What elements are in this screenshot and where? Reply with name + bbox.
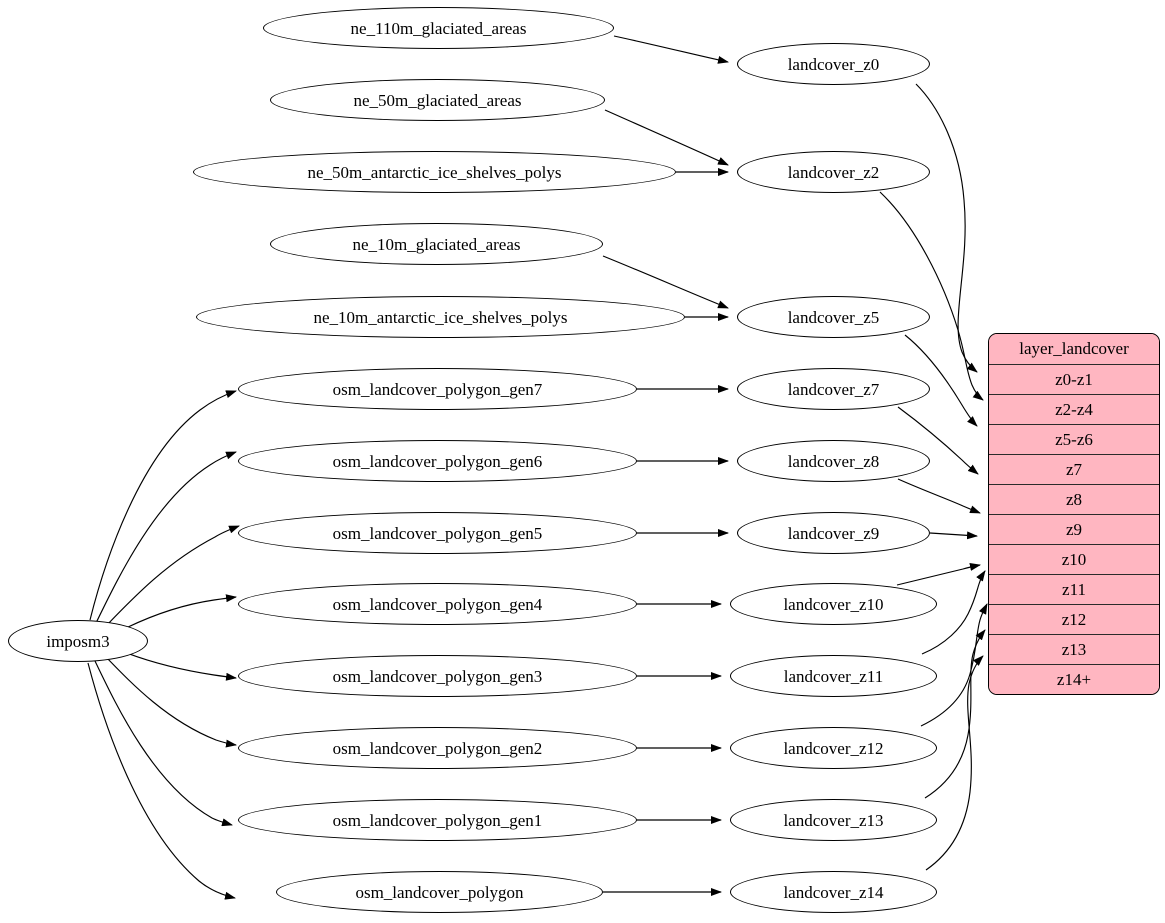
table-title-label: layer_landcover <box>1019 339 1129 358</box>
node-label: ne_10m_antarctic_ice_shelves_polys <box>313 307 568 327</box>
node-label: osm_landcover_polygon_gen1 <box>332 810 543 830</box>
node-osm-landcover-polygon[interactable]: osm_landcover_polygon <box>276 871 603 913</box>
node-osm-landcover-polygon-gen5[interactable]: osm_landcover_polygon_gen5 <box>238 512 637 554</box>
node-ne-10m-antarctic-ice-shelves-polys[interactable]: ne_10m_antarctic_ice_shelves_polys <box>196 296 685 338</box>
node-landcover-z0[interactable]: landcover_z0 <box>737 43 930 85</box>
node-landcover-z10[interactable]: landcover_z10 <box>730 583 937 625</box>
node-label: landcover_z2 <box>787 162 880 182</box>
table-row-label: z9 <box>1065 519 1083 539</box>
node-landcover-z5[interactable]: landcover_z5 <box>737 296 930 338</box>
table-row-z13[interactable]: z13 <box>989 634 1159 664</box>
node-label: ne_10m_glaciated_areas <box>352 234 521 254</box>
node-osm-landcover-polygon-gen4[interactable]: osm_landcover_polygon_gen4 <box>238 583 637 625</box>
table-row-label: z14+ <box>1056 669 1092 689</box>
node-landcover-z7[interactable]: landcover_z7 <box>737 368 930 410</box>
node-label: ne_50m_glaciated_areas <box>353 90 522 110</box>
layer-landcover-table[interactable]: layer_landcover z0-z1 z2-z4 z5-z6 z7 z8 … <box>988 333 1160 695</box>
table-row-label: z0-z1 <box>1055 369 1093 389</box>
node-label: landcover_z7 <box>787 379 880 399</box>
node-label: osm_landcover_polygon_gen5 <box>332 523 543 543</box>
node-label: osm_landcover_polygon <box>355 882 524 902</box>
table-row-z0-z1[interactable]: z0-z1 <box>989 364 1159 394</box>
node-ne-50m-antarctic-ice-shelves-polys[interactable]: ne_50m_antarctic_ice_shelves_polys <box>193 151 676 193</box>
table-row-z2-z4[interactable]: z2-z4 <box>989 394 1159 424</box>
node-label: landcover_z12 <box>783 738 884 758</box>
node-landcover-z11[interactable]: landcover_z11 <box>730 655 937 697</box>
node-label: landcover_z5 <box>787 307 880 327</box>
node-ne-10m-glaciated-areas[interactable]: ne_10m_glaciated_areas <box>270 223 603 265</box>
table-row-label: z13 <box>1061 639 1087 659</box>
node-label: landcover_z11 <box>783 666 884 686</box>
node-ne-110m-glaciated-areas[interactable]: ne_110m_glaciated_areas <box>263 7 614 49</box>
node-osm-landcover-polygon-gen2[interactable]: osm_landcover_polygon_gen2 <box>238 727 637 769</box>
table-row-label: z12 <box>1061 609 1087 629</box>
table-row-z11[interactable]: z11 <box>989 574 1159 604</box>
node-label: landcover_z14 <box>783 882 884 902</box>
node-label: landcover_z10 <box>783 594 884 614</box>
node-landcover-z2[interactable]: landcover_z2 <box>737 151 930 193</box>
node-label: osm_landcover_polygon_gen3 <box>332 666 543 686</box>
node-label: landcover_z9 <box>787 523 880 543</box>
table-row-z12[interactable]: z12 <box>989 604 1159 634</box>
node-label: landcover_z8 <box>787 451 880 471</box>
table-row-label: z11 <box>1062 579 1086 599</box>
node-ne-50m-glaciated-areas[interactable]: ne_50m_glaciated_areas <box>270 79 605 121</box>
node-label: imposm3 <box>46 631 110 651</box>
node-osm-landcover-polygon-gen3[interactable]: osm_landcover_polygon_gen3 <box>238 655 637 697</box>
node-imposm3[interactable]: imposm3 <box>8 620 148 662</box>
table-title: layer_landcover <box>989 334 1159 364</box>
node-label: landcover_z13 <box>783 810 884 830</box>
node-osm-landcover-polygon-gen1[interactable]: osm_landcover_polygon_gen1 <box>238 799 637 841</box>
node-osm-landcover-polygon-gen6[interactable]: osm_landcover_polygon_gen6 <box>238 440 637 482</box>
node-landcover-z12[interactable]: landcover_z12 <box>730 727 937 769</box>
node-landcover-z8[interactable]: landcover_z8 <box>737 440 930 482</box>
table-row-label: z2-z4 <box>1055 399 1093 419</box>
node-label: osm_landcover_polygon_gen6 <box>332 451 543 471</box>
node-landcover-z14[interactable]: landcover_z14 <box>730 871 937 913</box>
node-label: ne_110m_glaciated_areas <box>350 18 527 38</box>
node-osm-landcover-polygon-gen7[interactable]: osm_landcover_polygon_gen7 <box>238 368 637 410</box>
node-landcover-z13[interactable]: landcover_z13 <box>730 799 937 841</box>
table-row-label: z10 <box>1061 549 1087 569</box>
table-row-label: z5-z6 <box>1055 429 1093 449</box>
table-row-z10[interactable]: z10 <box>989 544 1159 574</box>
node-label: ne_50m_antarctic_ice_shelves_polys <box>307 162 562 182</box>
table-row-z14-plus[interactable]: z14+ <box>989 664 1159 694</box>
node-landcover-z9[interactable]: landcover_z9 <box>737 512 930 554</box>
table-row-z5-z6[interactable]: z5-z6 <box>989 424 1159 454</box>
table-row-z9[interactable]: z9 <box>989 514 1159 544</box>
table-row-label: z7 <box>1065 459 1083 479</box>
node-label: landcover_z0 <box>787 54 880 74</box>
node-label: osm_landcover_polygon_gen2 <box>332 738 543 758</box>
table-row-z7[interactable]: z7 <box>989 454 1159 484</box>
node-label: osm_landcover_polygon_gen4 <box>332 594 543 614</box>
table-row-z8[interactable]: z8 <box>989 484 1159 514</box>
table-row-label: z8 <box>1065 489 1083 509</box>
node-label: osm_landcover_polygon_gen7 <box>332 379 543 399</box>
